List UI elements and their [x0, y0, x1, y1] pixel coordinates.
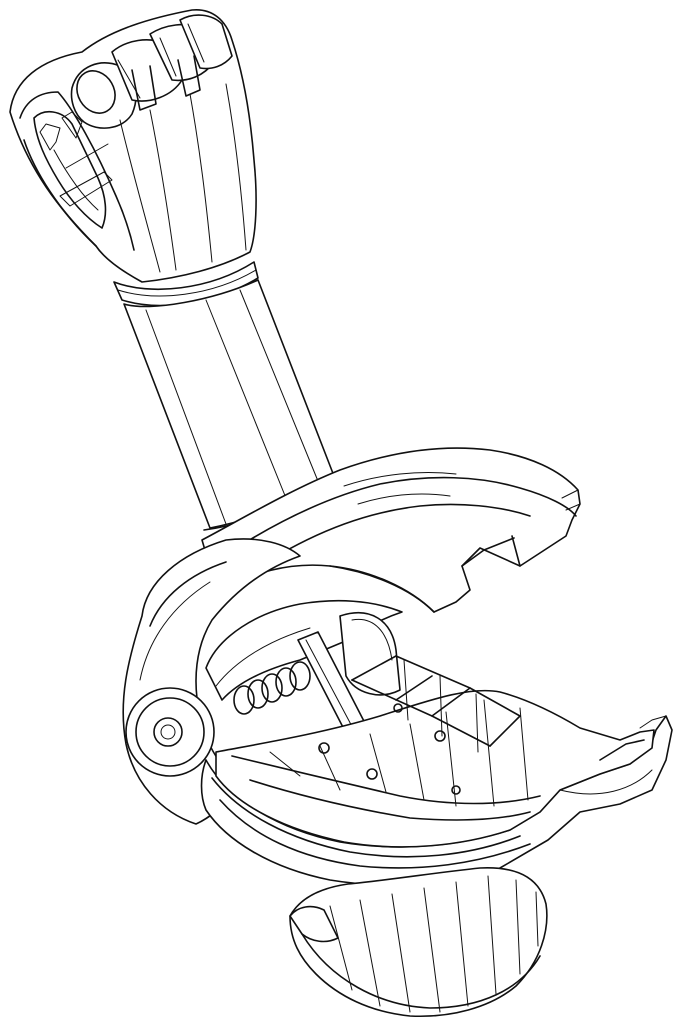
adjustment-knob	[289, 867, 548, 1018]
pivot-hub-housing	[122, 538, 301, 825]
top-hinge-head	[9, 9, 257, 283]
upper-jaw-arm	[201, 447, 581, 613]
inner-spring-mechanism	[205, 599, 403, 769]
lower-jaw-tray	[200, 655, 673, 886]
